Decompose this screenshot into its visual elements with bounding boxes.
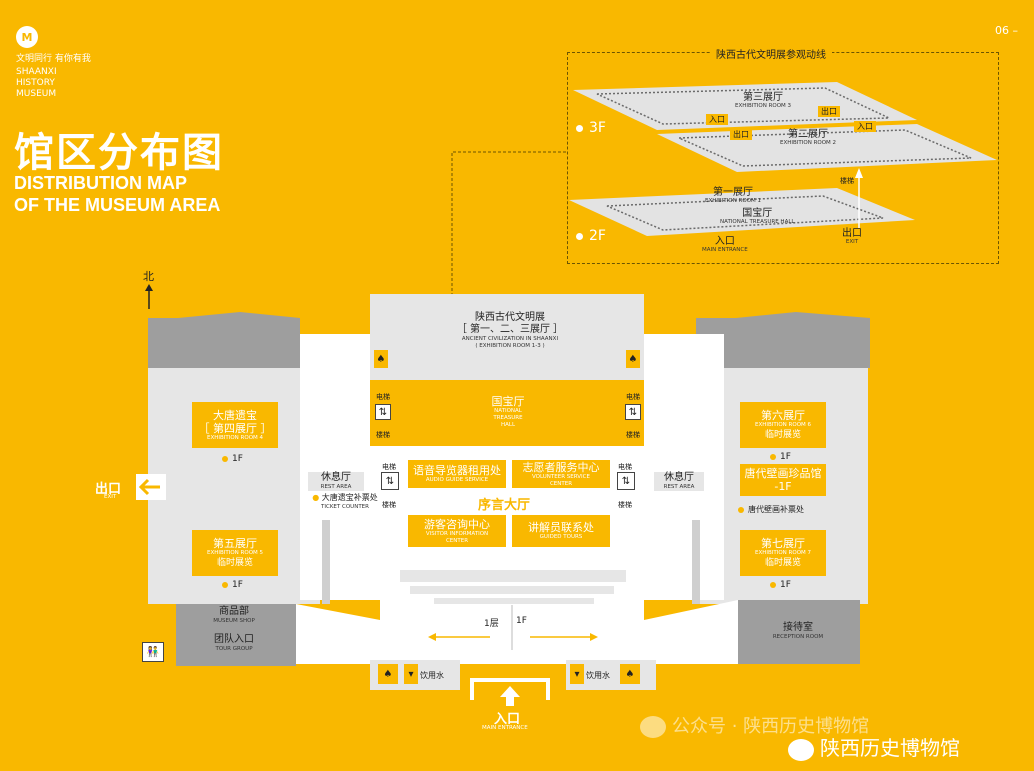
brand-line-1: SHAANXI	[16, 67, 57, 77]
page-title: 馆区分布图	[14, 130, 224, 176]
main-entrance-label-en: MAIN ENTRANCE	[482, 725, 528, 731]
exhibition-room-6: 第六展厅 EXHIBITION ROOM 6 临时展览	[740, 402, 826, 448]
inset-floor-3f: 3F	[576, 120, 606, 136]
national-treasure-hall: 国宝厅 NATIONAL TREASURE HALL	[474, 380, 542, 444]
wechat-icon	[640, 716, 666, 738]
elevator-label: 电梯	[626, 393, 640, 401]
mural-ticket-counter: 唐代壁画补票处	[738, 504, 804, 515]
ancient-civilization-hall: 陕西古代文明展 ［ 第一、二、三展厅 ］ ANCIENT CIVILIZATIO…	[456, 312, 564, 349]
inset-tag-exit-2: 出口	[730, 129, 752, 140]
watermark-faded: 公众号 · 陕西历史博物馆	[640, 712, 869, 738]
inset-tag-entrance-2: 入口	[854, 121, 876, 132]
drinking-water-label: 饮用水	[586, 671, 610, 680]
elevator-label: 电梯	[618, 463, 632, 471]
brand-line-3: MUSEUM	[16, 89, 57, 99]
museum-logo: M	[16, 26, 38, 48]
inset-tag-entrance-3: 入口	[706, 114, 728, 125]
exit-arrow-icon	[138, 478, 160, 496]
stairs-label: 楼梯	[382, 501, 396, 509]
elevator-icon: ⇅	[617, 472, 635, 490]
main-entrance-label: 入口	[494, 712, 521, 727]
inset-connector	[451, 151, 568, 296]
exhibition-room-4: 大唐遗宝 ［ 第四展厅 ］ EXHIBITION ROOM 4	[192, 402, 278, 448]
elevator-icon: ⇅	[625, 404, 641, 420]
exhibition-room-7: 第七展厅 EXHIBITION ROOM 7 临时展览	[740, 530, 826, 576]
floor-label-1f: 1F	[516, 616, 527, 626]
drinking-water-label: 饮用水	[420, 671, 444, 680]
inset-tag-exit-3: 出口	[818, 106, 840, 117]
watermark: 陕西历史博物馆	[788, 732, 960, 761]
elevator-icon: ⇅	[381, 472, 399, 490]
room-6-floor: 1F	[770, 452, 791, 462]
title-en-line-1: DISTRIBUTION MAP	[14, 173, 187, 193]
ticket-counter: ● 大唐遗宝补票处 TICKET COUNTER	[312, 493, 378, 510]
north-arrow-icon	[145, 284, 153, 309]
stairs-label: 楼梯	[376, 431, 390, 439]
room-4-floor: 1F	[222, 454, 243, 464]
restroom-icon: ♠	[374, 350, 388, 368]
room-5-floor: 1F	[222, 580, 243, 590]
floor-label-1ceng: 1层	[484, 619, 499, 629]
restroom-icon: ♠	[620, 664, 640, 684]
tang-mural-hall: 唐代壁画珍品馆 -1F	[740, 464, 826, 496]
elevator-icon: ⇅	[375, 404, 391, 420]
restroom-icon: ♠	[378, 664, 398, 684]
page-number: 06 –	[995, 24, 1018, 37]
restroom-icon: ♠	[626, 350, 640, 368]
inset-stairs: 楼梯	[840, 177, 854, 185]
inset-floor-2f: 2F	[576, 228, 606, 244]
brand-line-2: HISTORY	[16, 78, 55, 88]
water-icon: ▾	[570, 664, 584, 684]
title-en-line-2: OF THE MUSEUM AREA	[14, 195, 221, 215]
elevator-label: 电梯	[376, 393, 390, 401]
elevator-label: 电梯	[382, 463, 396, 471]
entrance-arrow-icon	[500, 686, 520, 706]
brand-slogan: 文明同行 有你有我	[16, 54, 91, 64]
wechat-icon	[788, 738, 814, 761]
water-icon: ▾	[404, 664, 418, 684]
stairs-label: 楼梯	[626, 431, 640, 439]
restroom-icon: 👫	[142, 642, 164, 662]
inset-title: 陕西古代文明展参观动线	[710, 46, 832, 61]
room-7-floor: 1F	[770, 580, 791, 590]
exit-label: 出口	[95, 482, 122, 497]
exit-label-en: EXIT	[104, 494, 117, 500]
prelude-lobby: 序言大厅	[478, 498, 531, 513]
north-label: 北	[143, 270, 154, 283]
exhibition-room-5: 第五展厅 EXHIBITION ROOM 5 临时展览	[192, 530, 278, 576]
stairs-label: 楼梯	[618, 501, 632, 509]
